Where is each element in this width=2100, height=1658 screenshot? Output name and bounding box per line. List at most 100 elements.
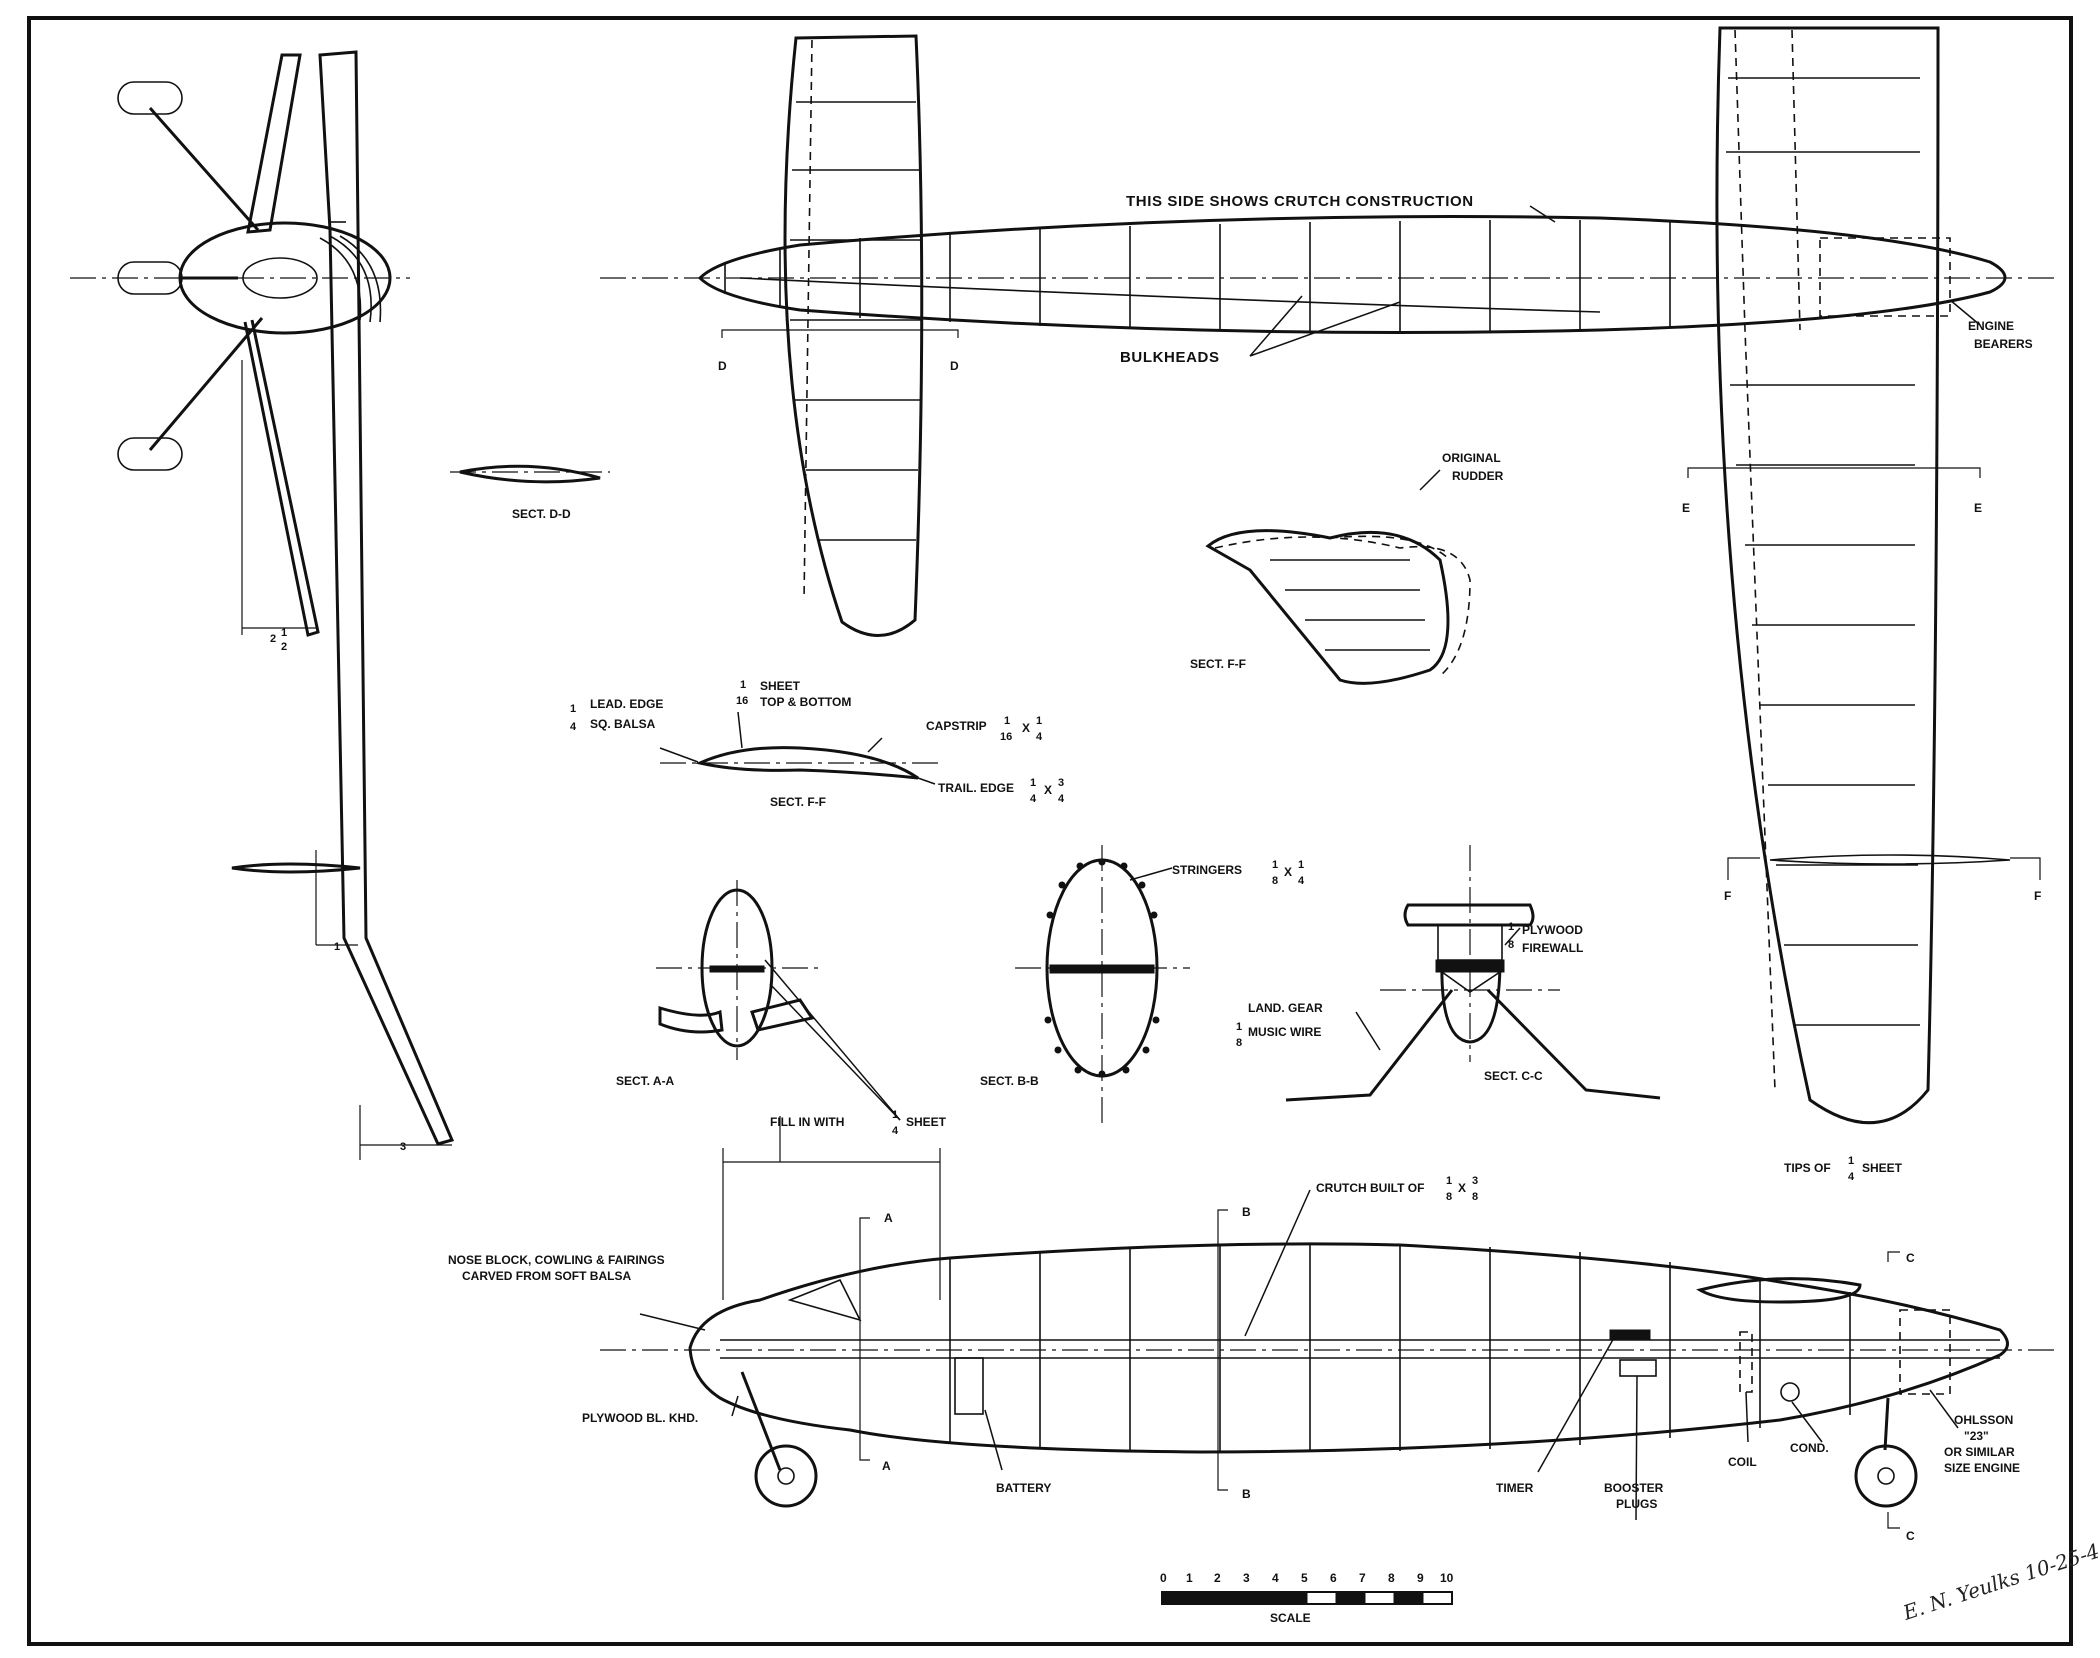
dim-dihedral-outer: 2 bbox=[270, 633, 276, 645]
svg-text:X: X bbox=[1022, 721, 1030, 735]
sheet-label-2: TOP & BOTTOM bbox=[760, 695, 851, 709]
original-rudder-label-1: ORIGINAL bbox=[1442, 451, 1501, 465]
svg-text:4: 4 bbox=[1030, 793, 1037, 805]
svg-text:D: D bbox=[718, 359, 727, 373]
svg-text:4: 4 bbox=[1058, 793, 1065, 805]
svg-text:5: 5 bbox=[1301, 1571, 1308, 1585]
stabilizer bbox=[783, 34, 924, 637]
section-aa bbox=[656, 880, 901, 1121]
svg-text:X: X bbox=[1284, 865, 1292, 879]
svg-text:3: 3 bbox=[1058, 777, 1064, 789]
svg-text:B: B bbox=[1242, 1487, 1251, 1501]
tips-label: TIPS OF bbox=[1784, 1161, 1831, 1175]
sect-dd-label: SECT. D-D bbox=[512, 507, 571, 521]
svg-text:6: 6 bbox=[1330, 1571, 1337, 1585]
svg-text:1: 1 bbox=[1236, 1021, 1242, 1033]
coil-label: COIL bbox=[1728, 1455, 1757, 1469]
svg-text:8: 8 bbox=[1236, 1037, 1242, 1049]
svg-text:4: 4 bbox=[1036, 731, 1043, 743]
svg-text:B: B bbox=[1242, 1205, 1251, 1219]
front-view: 2 1 2 1 3 bbox=[70, 50, 455, 1160]
sect-aa-label: SECT. A-A bbox=[616, 1074, 675, 1088]
sheet-label-1: SHEET bbox=[760, 679, 801, 693]
fill-in-label: FILL IN WITH bbox=[770, 1115, 844, 1129]
sheet-border bbox=[27, 16, 2073, 1646]
dim-dihedral-mid: 1 bbox=[334, 941, 340, 953]
nose-block-label-2: CARVED FROM SOFT BALSA bbox=[462, 1269, 631, 1283]
fuselage-top bbox=[697, 215, 2007, 334]
wing-section-ff bbox=[659, 711, 940, 785]
engine-label-4: SIZE ENGINE bbox=[1944, 1461, 2020, 1475]
section-cc bbox=[1285, 845, 1661, 1102]
svg-text:8: 8 bbox=[1446, 1191, 1452, 1203]
wing-front-right bbox=[318, 50, 455, 1146]
svg-text:F: F bbox=[1724, 889, 1731, 903]
trail-edge-label: TRAIL. EDGE bbox=[938, 781, 1014, 795]
svg-text:3: 3 bbox=[1472, 1175, 1478, 1187]
svg-text:8: 8 bbox=[1388, 1571, 1395, 1585]
svg-text:E: E bbox=[1974, 501, 1982, 515]
svg-text:1: 1 bbox=[1186, 1571, 1193, 1585]
engine-bearers-label-2: BEARERS bbox=[1974, 337, 2033, 351]
section-dd bbox=[459, 464, 601, 484]
fin-front bbox=[246, 53, 302, 234]
svg-text:8: 8 bbox=[1508, 939, 1514, 951]
svg-text:4: 4 bbox=[1272, 1571, 1279, 1585]
booster-label-1: BOOSTER bbox=[1604, 1481, 1664, 1495]
svg-text:C: C bbox=[1906, 1529, 1915, 1543]
svg-text:E: E bbox=[1682, 501, 1690, 515]
svg-text:1: 1 bbox=[1272, 859, 1278, 871]
land-gear-label-1: LAND. GEAR bbox=[1248, 1001, 1323, 1015]
sect-ff-rudder-label: SECT. F-F bbox=[1190, 657, 1246, 671]
svg-text:1: 1 bbox=[1446, 1175, 1452, 1187]
engine-bearers-label-1: ENGINE bbox=[1968, 319, 2014, 333]
lead-edge-label-2: SQ. BALSA bbox=[590, 717, 656, 731]
svg-text:10: 10 bbox=[1440, 1571, 1454, 1585]
svg-text:0: 0 bbox=[1160, 1571, 1167, 1585]
fill-in-sheet-label: SHEET bbox=[906, 1115, 947, 1129]
svg-text:A: A bbox=[882, 1459, 891, 1473]
battery-label: BATTERY bbox=[996, 1481, 1051, 1495]
dim-dihedral-tip: 3 bbox=[400, 1141, 406, 1153]
engine-label-1: OHLSSON bbox=[1954, 1413, 2013, 1427]
svg-text:1: 1 bbox=[1848, 1155, 1854, 1167]
cond-label: COND. bbox=[1790, 1441, 1829, 1455]
svg-text:1: 1 bbox=[570, 703, 576, 715]
svg-text:16: 16 bbox=[1000, 731, 1012, 743]
svg-text:9: 9 bbox=[1417, 1571, 1424, 1585]
rudder-section bbox=[1205, 469, 1471, 685]
svg-text:1: 1 bbox=[1298, 859, 1304, 871]
engine-label-3: OR SIMILAR bbox=[1944, 1445, 2015, 1459]
svg-text:C: C bbox=[1906, 1251, 1915, 1265]
wing-top bbox=[1715, 26, 1940, 1125]
svg-text:3: 3 bbox=[1243, 1571, 1250, 1585]
svg-text:4: 4 bbox=[1848, 1171, 1855, 1183]
svg-text:4: 4 bbox=[1298, 875, 1305, 887]
sect-cc-label: SECT. C-C bbox=[1484, 1069, 1543, 1083]
prop-tip-top bbox=[117, 81, 183, 115]
main-wheel bbox=[1854, 1444, 1918, 1508]
booster-label-2: PLUGS bbox=[1616, 1497, 1657, 1511]
fuselage-front bbox=[178, 221, 392, 335]
lead-edge-label-1: LEAD. EDGE bbox=[590, 697, 663, 711]
svg-text:D: D bbox=[950, 359, 959, 373]
stringers-label: STRINGERS bbox=[1172, 863, 1242, 877]
fuselage-side bbox=[688, 1242, 2009, 1454]
tips-sheet-label: SHEET bbox=[1862, 1161, 1903, 1175]
svg-text:1: 1 bbox=[892, 1109, 898, 1121]
svg-text:16: 16 bbox=[736, 695, 748, 707]
section-bb bbox=[1015, 845, 1190, 1125]
plywood-firewall-label-2: FIREWALL bbox=[1522, 941, 1583, 955]
svg-text:X: X bbox=[1458, 1181, 1466, 1195]
svg-text:2: 2 bbox=[281, 641, 287, 653]
svg-text:A: A bbox=[884, 1211, 893, 1225]
sect-bb-label: SECT. B-B bbox=[980, 1074, 1039, 1088]
svg-text:8: 8 bbox=[1272, 875, 1278, 887]
svg-text:1: 1 bbox=[1508, 921, 1514, 933]
svg-text:1: 1 bbox=[1036, 715, 1042, 727]
engine-bearers-outline bbox=[1819, 237, 1951, 317]
stab-front bbox=[231, 862, 361, 874]
capstrip-label: CAPSTRIP bbox=[926, 719, 987, 733]
